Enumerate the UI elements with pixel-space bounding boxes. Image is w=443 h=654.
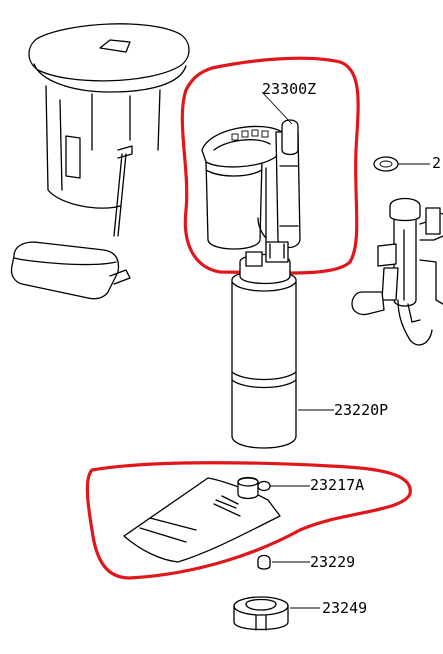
- pump-module-housing: [10, 23, 190, 300]
- part-label-23249: 23249: [322, 599, 367, 617]
- o-ring: [373, 156, 399, 172]
- pressure-regulator-assembly: [351, 197, 443, 346]
- pump-bracket-23249: [233, 596, 289, 631]
- cushion-23229: [257, 554, 271, 570]
- part-label-partial: 2: [432, 154, 441, 172]
- fuel-strainer-23217a: [123, 476, 281, 563]
- highlight-circle-strainer: [85, 461, 412, 580]
- part-label-23229: 23229: [310, 553, 355, 571]
- part-label-23300z: 23300Z: [262, 80, 316, 98]
- fuel-filter-23300z: [201, 119, 301, 250]
- leader-23300z: [261, 91, 293, 125]
- part-label-23220p: 23220P: [334, 401, 388, 419]
- highlight-circle-filter: [180, 56, 360, 275]
- fuel-pump-23220p: [231, 241, 297, 449]
- part-label-23217a: 23217A: [310, 476, 364, 494]
